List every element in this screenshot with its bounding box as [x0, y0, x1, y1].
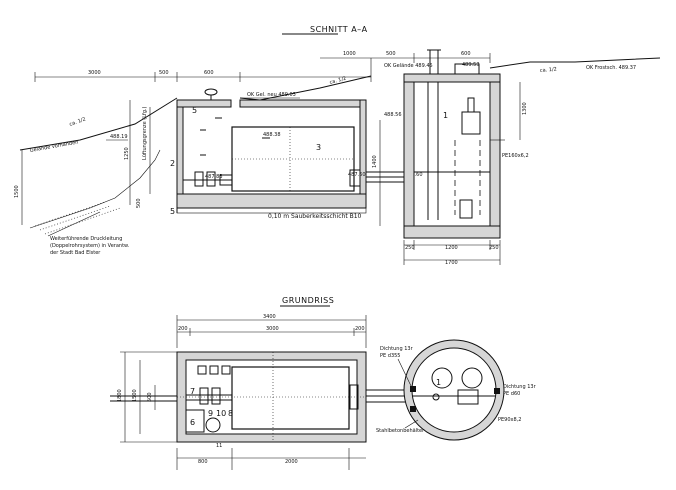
dichtung1-a: Dichtung 13r: [380, 346, 414, 352]
slope-label-left: ca. 1/2: [69, 116, 87, 127]
dim-500: 500: [159, 70, 169, 76]
vdim-500: 500: [136, 198, 142, 208]
section-title: SCHNITT A–A: [310, 25, 368, 34]
num-3: 3: [316, 143, 321, 152]
dim-250a: 250: [405, 245, 415, 251]
plan-round-tank: [403, 339, 505, 441]
leitung-line1: Weiterführende Druckleitung: [50, 236, 122, 242]
plan-dim-200b: 200: [355, 326, 365, 332]
num-1: 1: [443, 111, 448, 120]
plan-num-11: 11: [216, 443, 222, 449]
leitung-line2: (Doppelrohrsystem) in Verantw.: [50, 243, 130, 249]
plan-num-10: 10: [216, 409, 226, 418]
kote-b: 488.56: [384, 112, 402, 118]
ok-frostsch: OK Frostsch. 489.37: [586, 65, 636, 71]
num-5: 5: [170, 207, 175, 216]
section-dims-top: 3000 500 600 1000 500 600: [34, 51, 491, 82]
terrain-lines: [19, 57, 661, 235]
plan-num-6: 6: [190, 418, 195, 427]
plan-dim-800: 800: [198, 459, 208, 465]
plan-dims-vertical: 1800 1500 500: [117, 351, 177, 443]
pipe-kote-a: 487.83: [205, 174, 223, 180]
plan-dim-3000: 3000: [266, 326, 279, 332]
dim-1200: 1200: [445, 245, 458, 251]
dichtung2-b: PE d60: [503, 391, 520, 397]
dim-1000: 1000: [343, 51, 356, 57]
pe160-label: PE160x6,2: [502, 153, 529, 159]
plan-title: GRUNDRISS: [282, 296, 334, 305]
slope-label-mid: ca. 1/2: [329, 76, 347, 86]
plan-dims-bottom: 800 2000: [176, 448, 366, 470]
plan-dim-3400: 3400: [263, 314, 276, 320]
left-chamber: [176, 88, 405, 214]
stahlbeton-label: Stahlbetonbehälter: [376, 428, 425, 434]
num-4: 5: [192, 106, 197, 115]
plan-vdim-1800: 1800: [117, 389, 123, 402]
vdim-1300: 1300: [522, 102, 528, 115]
vdim-1500-left: 1500: [14, 185, 20, 198]
plan-num-9: 9: [208, 409, 213, 418]
gelaende-label: Gelände vorhanden: [29, 140, 79, 154]
plan-num-1: 1: [436, 378, 441, 387]
plan-vdim-1500: 1500: [132, 389, 138, 402]
vdim-1400: 1400: [372, 155, 378, 168]
plan-num-7: 7: [190, 387, 195, 396]
dim-3000: 3000: [88, 70, 101, 76]
leitung-line3: der Stadt Bad Elster: [50, 250, 101, 256]
plan-dim-200a: 200: [178, 326, 188, 332]
plan-dim-2000: 2000: [285, 459, 298, 465]
plan-vdim-500: 500: [147, 392, 153, 402]
kote-c: 488.38: [263, 132, 281, 138]
slope-label-right: ca. 1/2: [540, 67, 558, 74]
sauberkeit-label: 0,10 m Sauberkeitsschicht B10: [268, 213, 362, 220]
ok-gelaende: OK Gelände 489.45: [384, 63, 433, 69]
dichtung1-b: PE d355: [380, 353, 400, 359]
vdim-1250: 1250: [124, 147, 130, 160]
section-dims-bottom: 250 1200 250 1700: [403, 240, 501, 266]
plan-num-8: 8: [228, 409, 233, 418]
dim-600b: 600: [461, 51, 471, 57]
plan-dims-top: 3400 200 3000 200: [176, 314, 367, 348]
dim-500b: 500: [386, 51, 396, 57]
plan-chamber: [176, 351, 367, 443]
pe90-label: PE90x8,2: [498, 417, 521, 423]
kote-left: 488.19: [110, 134, 128, 140]
right-shaft: [403, 49, 505, 239]
dichtung2-a: Dichtung 13r: [503, 384, 537, 390]
num-2: 2: [170, 159, 175, 168]
kote-a: 489.53: [462, 62, 480, 68]
pipe-kote-b: 487.60: [348, 172, 366, 178]
dim-1700: 1700: [445, 260, 458, 266]
ok-gel-neu: OK Gel. neu 489.03: [247, 92, 296, 98]
lueftung-label: Lüftungsgrenze (Lfg.): [142, 106, 148, 160]
dim-250b: 250: [489, 245, 499, 251]
dim-600: 600: [204, 70, 214, 76]
